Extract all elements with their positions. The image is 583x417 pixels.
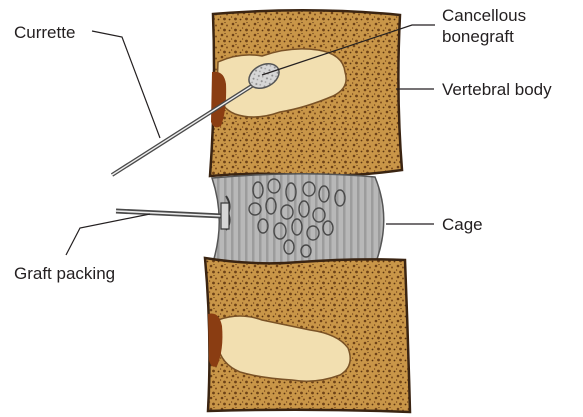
label-cage: Cage: [442, 215, 483, 234]
graft-packing-instrument: [116, 203, 229, 229]
lower-vertebral-body: [205, 258, 410, 412]
label-cancellous-line1: Cancellous: [442, 6, 526, 25]
leader-line-currette: [92, 31, 160, 138]
graft-packer-tip: [221, 203, 229, 229]
label-graft-packing: Graft packing: [14, 264, 115, 283]
label-vertebral-body: Vertebral body: [442, 80, 552, 99]
leader-line-graft-packing: [66, 214, 150, 255]
label-currette: Currette: [14, 23, 75, 42]
label-cancellous-line2: bonegraft: [442, 27, 514, 46]
cage: [212, 174, 384, 264]
